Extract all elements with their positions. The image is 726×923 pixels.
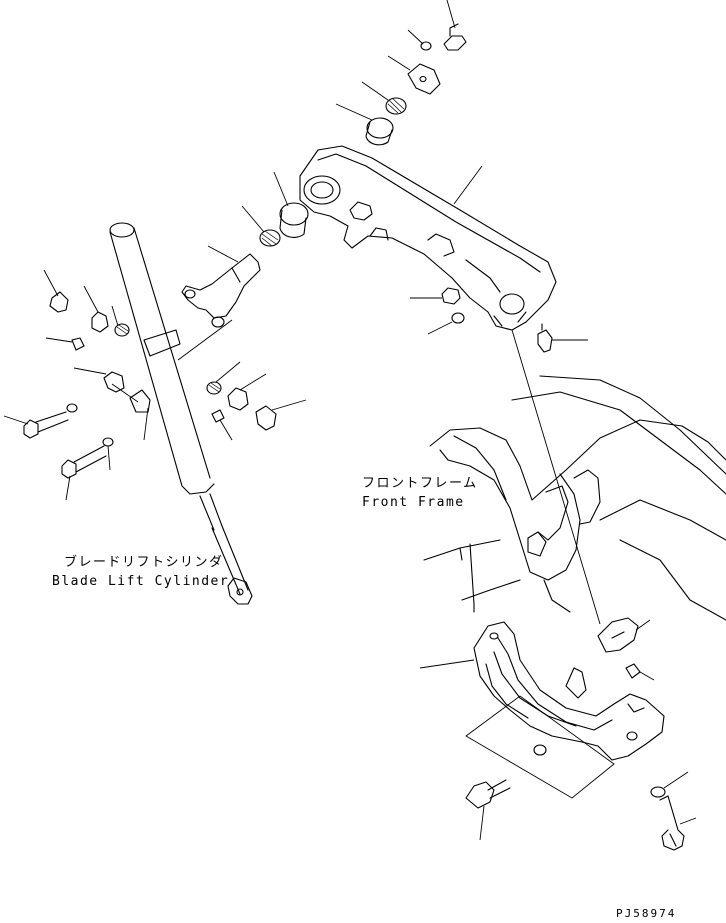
left-bearing: [111, 305, 130, 337]
top-plate: [387, 55, 441, 95]
blade-lift-cylinder: [109, 222, 253, 605]
lower-washer: [650, 771, 689, 798]
mid-bearing: [241, 205, 281, 247]
top-bolt: [443, 0, 467, 51]
top-bearing: [361, 81, 407, 115]
lower-plate-outline: [465, 695, 615, 799]
right-bearing: [206, 361, 241, 395]
top-bushing: [335, 103, 394, 146]
left-washer-1: [66, 403, 78, 413]
front-frame-label-jp: フロントフレーム: [362, 476, 478, 491]
small-pin: [625, 663, 655, 681]
left-washer-2: [102, 437, 114, 471]
cylinder-yoke: [181, 245, 261, 328]
right-pin: [211, 409, 233, 441]
upper-arm-bracket: [299, 145, 557, 331]
left-pin: [45, 337, 85, 351]
front-frame: [423, 375, 726, 621]
top-washer: [407, 29, 432, 51]
arm-washer: [427, 312, 465, 335]
drawing-code: PJ58974: [616, 907, 677, 920]
blade-lift-cylinder-label-en: Blade Lift Cylinder: [52, 574, 230, 589]
right-bushing: [227, 373, 267, 411]
front-frame-label-en: Front Frame: [362, 495, 465, 510]
arm-grease-fitting: [537, 323, 588, 353]
lower-bolt: [659, 795, 697, 851]
left-clamp: [73, 367, 151, 413]
left-bolt-1: [3, 411, 69, 439]
mid-bushing: [273, 171, 309, 238]
arm-nut: [410, 287, 461, 305]
blade-lift-cylinder-label-jp: ブレードリフトシリンダ: [64, 555, 224, 570]
left-bolt-2: [61, 445, 107, 501]
left-bushing: [83, 285, 109, 333]
right-grease-fitting: [255, 399, 307, 431]
grease-fitting-left: [43, 269, 69, 313]
small-bracket: [597, 617, 651, 653]
lower-grease-fitting: [465, 779, 511, 841]
lower-cap: [419, 621, 665, 761]
